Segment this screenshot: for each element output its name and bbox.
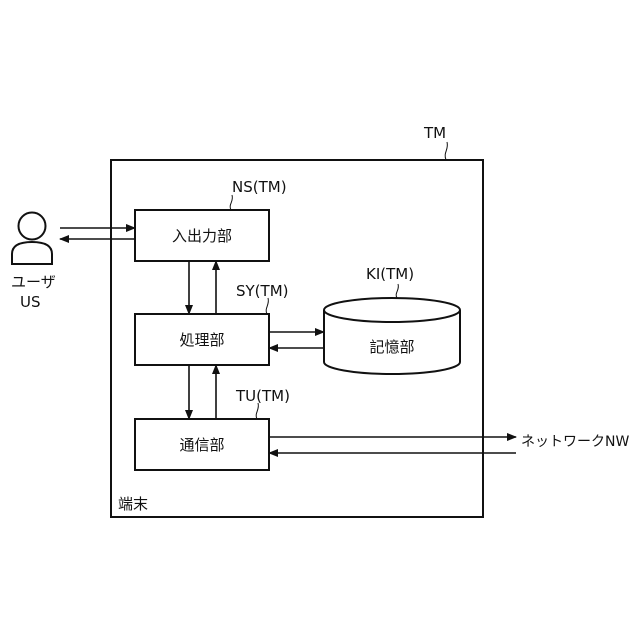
- communication-block-label: 通信部: [179, 436, 224, 454]
- io-ref: NS(TM): [232, 178, 287, 196]
- communication-ref: TU(TM): [235, 387, 290, 405]
- processing-ref-leader: [266, 298, 268, 314]
- terminal-ref: TM: [423, 124, 446, 142]
- user-icon: [12, 213, 52, 265]
- io-ref-leader: [230, 195, 232, 210]
- processing-ref: SY(TM): [236, 282, 289, 300]
- storage-block-label: 記憶部: [369, 338, 414, 356]
- network-label: ネットワークNW: [521, 434, 629, 450]
- io-block-label: 入出力部: [172, 227, 232, 245]
- storage-ref-leader: [396, 284, 398, 298]
- user-label: ユーザ: [11, 273, 56, 291]
- communication-ref-leader: [256, 403, 258, 419]
- storage-ref: KI(TM): [366, 265, 414, 283]
- terminal-caption: 端末: [118, 495, 148, 513]
- processing-block-label: 処理部: [179, 331, 224, 349]
- user-ref: US: [20, 293, 41, 311]
- storage-cylinder: [324, 298, 460, 374]
- terminal-ref-leader: [445, 142, 447, 160]
